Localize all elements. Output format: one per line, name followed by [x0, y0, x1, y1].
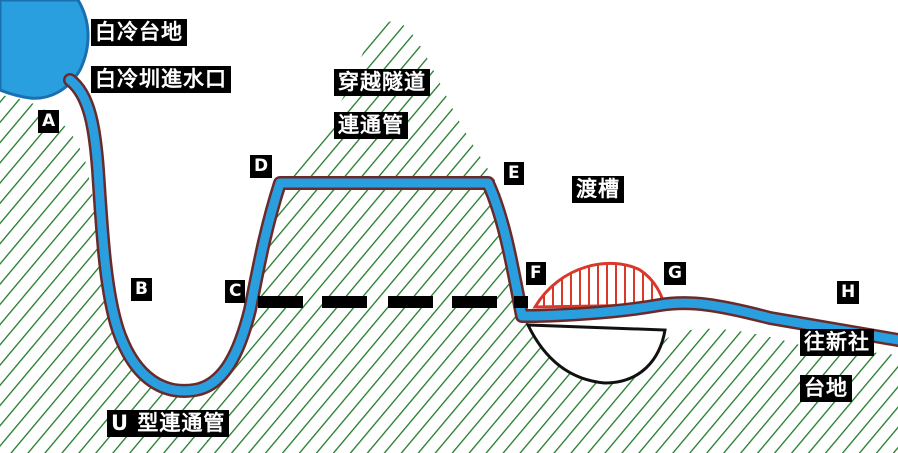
valley-cut: [525, 323, 667, 385]
point-label-c: C: [225, 280, 246, 303]
destination-label-line1: 往新社: [800, 329, 874, 356]
aqueduct-label: 渡槽: [572, 176, 624, 203]
source-name-label: 白冷台地: [91, 19, 187, 46]
point-label-h: H: [837, 281, 860, 304]
tunnel-label-line1: 穿越隧道: [334, 69, 430, 96]
point-label-a: A: [38, 110, 60, 133]
aqueduct-arch: [532, 262, 666, 309]
point-label-b: B: [131, 278, 152, 301]
left-hill: [0, 95, 898, 453]
point-label-e: E: [504, 162, 524, 185]
point-label-f: F: [526, 262, 546, 285]
intake-name-label: 白冷圳進水口: [91, 66, 231, 93]
point-label-g: G: [664, 262, 686, 285]
source-pond: [0, 0, 90, 100]
destination-label-line2: 台地: [800, 375, 852, 402]
u-pipe-label: U 型連通管: [107, 410, 230, 437]
dashed-level-line: [258, 296, 528, 308]
point-label-d: D: [250, 155, 273, 178]
tunnel-label-line2: 連通管: [334, 112, 408, 139]
mountain: [285, 21, 495, 181]
